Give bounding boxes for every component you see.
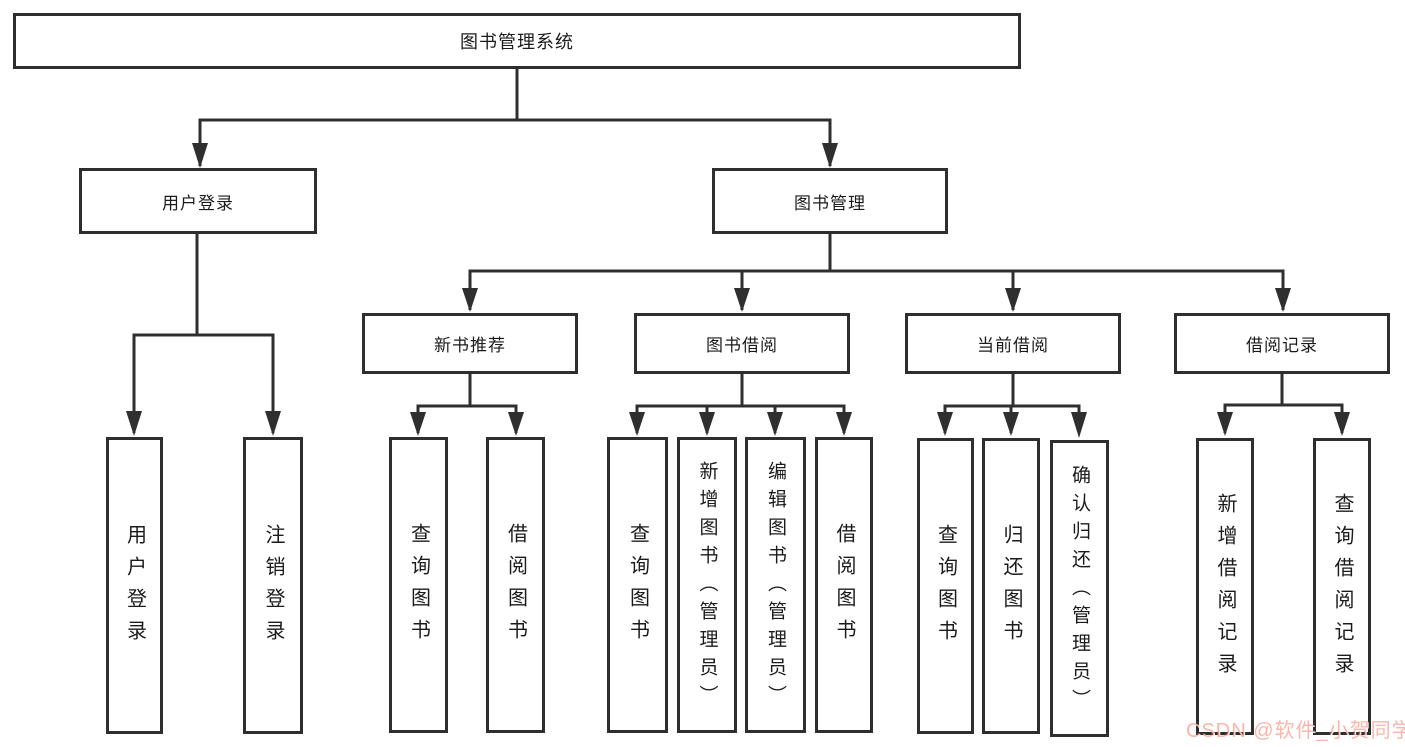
node-book-borrowing: 图书借阅 bbox=[634, 313, 850, 374]
leaf-borrow-books-recommend: 借阅图书 bbox=[486, 437, 545, 733]
leaf-query-books-borrow: 查询图书 bbox=[607, 437, 668, 733]
leaf-borrow-books: 借阅图书 bbox=[815, 437, 873, 733]
leaf-query-borrow-record: 查询借阅记录 bbox=[1313, 438, 1371, 735]
leaf-edit-books-admin: 编辑图书（管理员） bbox=[745, 437, 806, 733]
leaf-add-borrow-record: 新增借阅记录 bbox=[1196, 438, 1254, 735]
leaf-query-books-recommend: 查询图书 bbox=[389, 437, 448, 733]
node-new-book-recommendation: 新书推荐 bbox=[362, 313, 578, 374]
node-current-borrowing: 当前借阅 bbox=[905, 313, 1121, 374]
leaf-user-login: 用户登录 bbox=[106, 437, 163, 734]
leaf-logout: 注销登录 bbox=[243, 437, 303, 734]
node-library-management-system: 图书管理系统 bbox=[13, 13, 1021, 69]
leaf-query-books-current: 查询图书 bbox=[917, 438, 974, 734]
connector-strokes bbox=[132, 67, 1344, 433]
leaf-return-books: 归还图书 bbox=[982, 438, 1040, 734]
node-user-login: 用户登录 bbox=[79, 168, 317, 234]
leaf-add-books-admin: 新增图书（管理员） bbox=[677, 437, 737, 733]
arrowheads bbox=[126, 143, 1350, 438]
csdn-watermark: CSDN @软件_小贺同学 bbox=[1186, 720, 1405, 742]
leaf-confirm-return-admin: 确认归还（管理员） bbox=[1050, 440, 1109, 737]
node-borrowing-records: 借阅记录 bbox=[1174, 313, 1390, 374]
node-book-management: 图书管理 bbox=[712, 168, 948, 234]
